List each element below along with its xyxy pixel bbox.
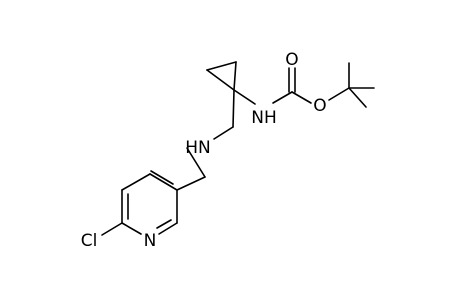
atom-label-nitrogen-carbamate: NH <box>251 108 277 128</box>
bond-ester-oxygen-carbonyl <box>291 91 312 104</box>
atom-label-oxygen-carbonyl: O <box>285 50 298 70</box>
bond-carbonyl-nh <box>272 91 293 104</box>
bond-amine-ch2 <box>186 147 206 178</box>
bond-ring-c4-c5 <box>121 173 151 191</box>
bond-ring-n-c2-inner <box>156 219 172 229</box>
bond-ring-c6-n <box>121 222 142 235</box>
bond-cyclopropyl-left <box>206 69 235 91</box>
atom-label-nitrogen-pyridine: N <box>144 231 157 251</box>
bond-ring-c4-c4-inner <box>150 170 174 185</box>
bond-ch2-pyridine <box>176 176 206 191</box>
bond-tbu-ester-oxygen <box>328 87 350 101</box>
bond-cyclopropyl-top <box>206 61 237 71</box>
bond-cyclopropyl-ch2 <box>232 89 235 128</box>
bond-cyclopropyl-right <box>233 61 237 91</box>
atom-label-nitrogen-amine: HN <box>185 138 211 158</box>
bond-nh-cyclopropyl <box>233 89 256 105</box>
atom-label-oxygen-ester: O <box>313 96 326 116</box>
bond-ch2-amine <box>213 126 234 140</box>
atom-label-chlorine: Cl <box>81 231 98 251</box>
bond-ring-n-c2 <box>158 222 178 235</box>
bond-ring-c3-c4 <box>149 173 178 191</box>
bond-ring-chlorine <box>101 222 123 236</box>
bond-tbu-methyl-bottom <box>348 87 367 108</box>
